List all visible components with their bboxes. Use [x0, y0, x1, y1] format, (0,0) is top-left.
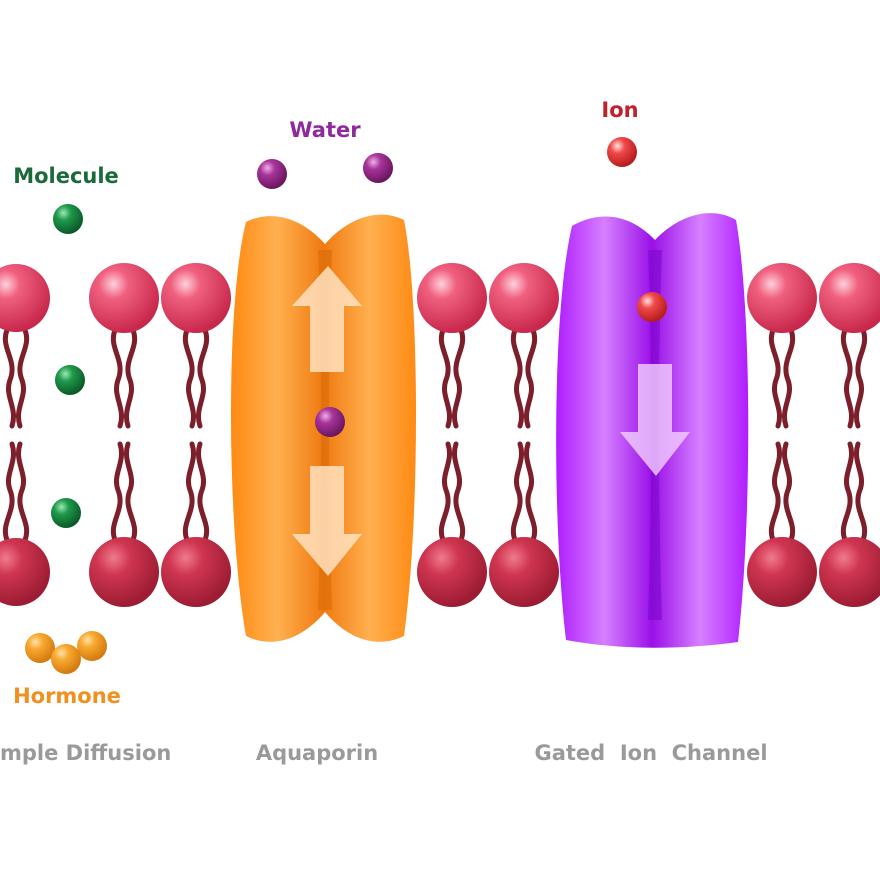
caption-aquaporin: Aquaporin — [256, 741, 378, 765]
lipid-bottom-4 — [417, 444, 487, 607]
lipid-bottom-3 — [161, 444, 231, 607]
lipid-bottom-7 — [819, 444, 880, 607]
ion-in-channel — [637, 292, 667, 322]
molecule-particle — [55, 365, 85, 395]
gated-ion-channel — [556, 213, 749, 648]
lipid-top-3 — [161, 263, 231, 426]
lipid-bottom-2 — [89, 444, 159, 607]
aquaporin-channel — [231, 214, 416, 642]
caption-gated-ion-channel: Gated Ion Channel — [534, 741, 767, 765]
water-particle — [257, 159, 287, 189]
lipid-top-5 — [489, 263, 559, 426]
lipid-bottom-1 — [0, 444, 50, 606]
lipid-top-6 — [747, 263, 817, 426]
lipid-top-7 — [819, 263, 880, 426]
arrow-up-icon — [292, 266, 362, 372]
molecule-label: Molecule — [13, 164, 119, 188]
lipid-top-4 — [417, 263, 487, 426]
molecule-particle — [53, 204, 83, 234]
phospholipid-bilayer — [0, 263, 880, 607]
lipid-top-2 — [89, 263, 159, 426]
ion-label: Ion — [601, 98, 638, 122]
water-label: Water — [289, 118, 361, 142]
lipid-bottom-5 — [489, 444, 559, 607]
hormone-particles — [25, 631, 107, 674]
water-particle — [363, 153, 393, 183]
water-molecule-in-channel — [315, 407, 345, 437]
caption-simple-diffusion: mple Diffusion — [0, 741, 171, 765]
arrow-down-icon — [292, 466, 362, 576]
ion-particle — [607, 137, 637, 167]
lipid-bottom-6 — [747, 444, 817, 607]
arrow-down-icon — [620, 364, 690, 476]
lipid-top-1 — [0, 264, 50, 426]
hormone-label: Hormone — [13, 684, 121, 708]
molecule-particle — [51, 498, 81, 528]
